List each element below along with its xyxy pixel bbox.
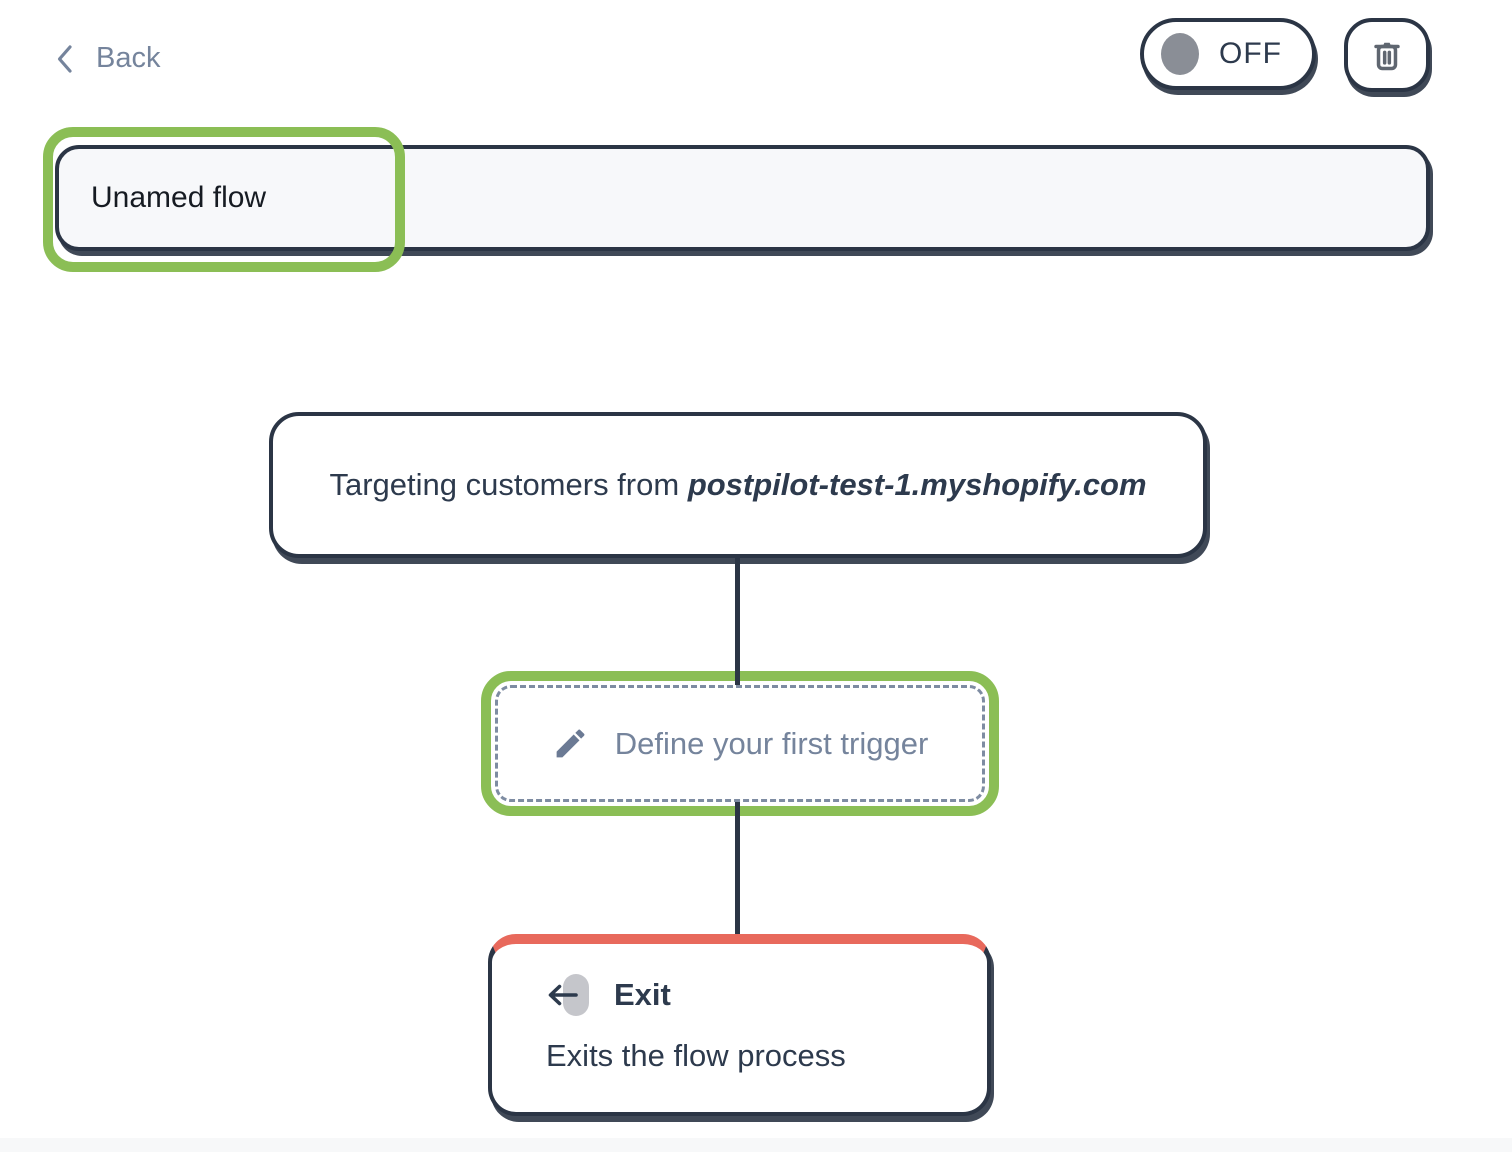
trigger-label: Define your first trigger (614, 725, 929, 761)
flow-name-input[interactable] (55, 145, 1430, 251)
flow-status-toggle[interactable]: OFF (1140, 18, 1316, 90)
targeting-text: Targeting customers from (329, 467, 688, 502)
connector-line-1 (735, 556, 740, 691)
trash-icon (1369, 36, 1405, 74)
toggle-knob-icon (1161, 33, 1199, 75)
back-link[interactable]: Back (55, 42, 160, 75)
define-trigger-button[interactable]: Define your first trigger (495, 685, 985, 802)
exit-title-row: Exit (546, 972, 987, 1018)
exit-description: Exits the flow process (546, 1038, 846, 1073)
toggle-state-label: OFF (1219, 37, 1282, 70)
targeting-node[interactable]: Targeting customers from postpilot-test-… (269, 412, 1207, 558)
exit-title: Exit (614, 977, 671, 1012)
header-actions: OFF (1140, 18, 1430, 92)
exit-arrow-icon (546, 972, 590, 1018)
store-domain: postpilot-test-1.myshopify.com (687, 467, 1147, 502)
pencil-icon (552, 725, 589, 762)
chevron-left-icon (55, 43, 74, 75)
connector-line-2 (735, 798, 740, 942)
back-label: Back (96, 42, 161, 74)
delete-flow-button[interactable] (1344, 18, 1430, 92)
exit-node[interactable]: Exit Exits the flow process (488, 934, 991, 1116)
canvas-edge (0, 1138, 1512, 1152)
